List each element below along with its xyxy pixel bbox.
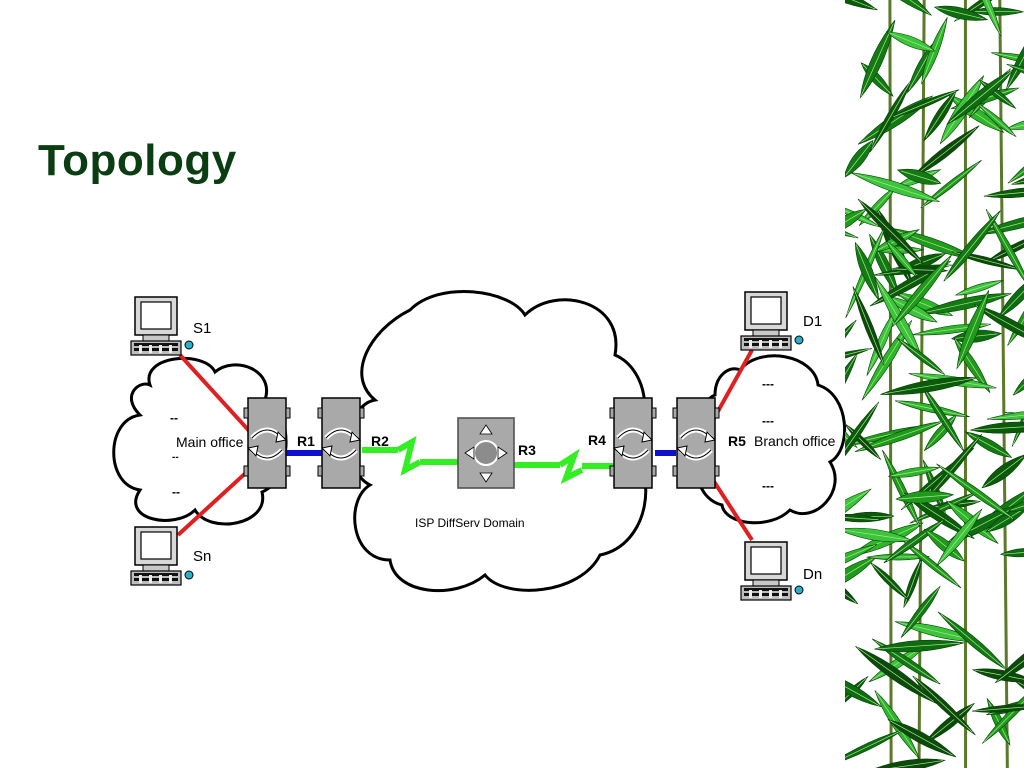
ellipsis-branch-2: --- [762,414,774,428]
label-sn: Sn [193,548,211,565]
ellipsis-main-2: -- [172,452,179,463]
host-sn-icon [130,526,194,586]
bamboo-leaves-icon [845,0,1024,768]
wan-link-r2-r3 [362,435,460,476]
host-s1-icon [130,296,194,356]
bamboo-leaf [845,668,883,708]
router-r2-icon [318,398,364,488]
label-r4: R4 [588,432,606,448]
core-router-r3-icon [457,417,515,489]
bamboo-leaf [1012,361,1024,396]
host-d1-icon [740,291,804,351]
router-r5-icon [673,398,719,488]
label-d1: D1 [803,313,822,330]
ellipsis-main-1: -- [170,411,178,425]
label-r3: R3 [518,442,536,458]
router-r1-icon [244,398,290,488]
bamboo-leaf [1006,116,1024,130]
label-s1: S1 [193,320,211,337]
ellipsis-branch-1: --- [762,377,774,391]
label-r2: R2 [371,433,389,449]
bamboo-leaf [1007,126,1024,184]
ellipsis-main-3: -- [172,485,180,499]
bamboo-leaf [1011,362,1024,447]
label-isp-domain: ISP DiffServ Domain [415,516,525,530]
main-office-cloud [112,357,288,526]
router-r4-icon [610,398,656,488]
label-dn: Dn [803,566,822,583]
label-r1: R1 [297,433,315,449]
label-main-office: Main office [176,434,244,450]
label-branch-office: Branch office [754,433,836,449]
bamboo-leaf [869,0,896,2]
bamboo-leaf [983,187,1024,198]
bamboo-leaf [981,453,1024,489]
bamboo-leaf [845,319,857,377]
host-dn-icon [740,541,804,601]
ellipsis-branch-3: --- [762,479,774,493]
slide-title: Topology [38,136,237,185]
bamboo-leaf [845,0,879,11]
label-r5: R5 [728,433,746,449]
bamboo-leaf [999,547,1024,558]
bamboo-leaf [845,561,859,605]
